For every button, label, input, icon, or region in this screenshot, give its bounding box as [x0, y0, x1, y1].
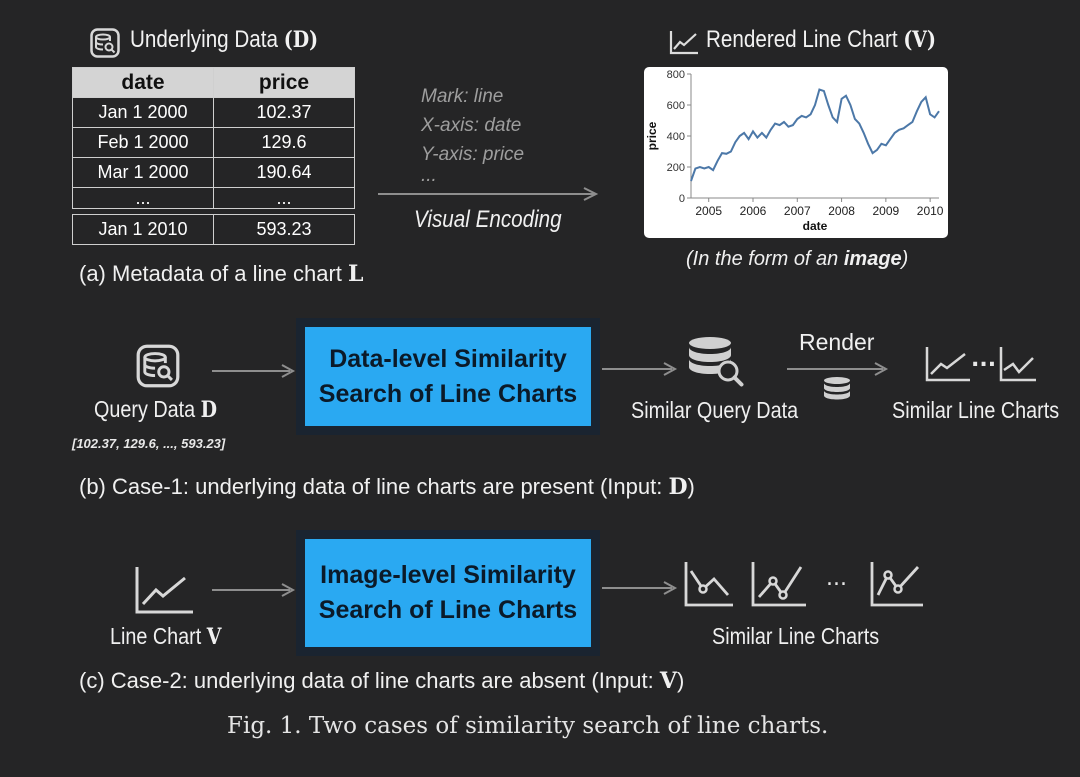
query-data-label: Query Data D	[94, 396, 217, 423]
encoding-list: Mark: line X-axis: date Y-axis: price ..…	[421, 82, 525, 186]
price-cell: 102.37	[213, 97, 355, 128]
x-tick-label: 2005	[695, 204, 722, 218]
column-header-price: price	[213, 67, 355, 98]
price-cell: 593.23	[213, 214, 355, 245]
similar-chart-icon	[925, 347, 970, 382]
data-level-line2: Search of Line Charts	[318, 379, 578, 408]
line-chart-symbol: V	[206, 624, 222, 650]
arrow-c1	[212, 583, 296, 597]
image-note-suffix: )	[901, 248, 909, 270]
render-label: Render	[799, 329, 875, 355]
similar-line-charts-label-b: Similar Line Charts	[892, 397, 1060, 423]
query-data-text: Query Data	[94, 396, 196, 422]
caption-b-symbol: D	[668, 474, 688, 500]
x-tick-label: 2006	[740, 204, 767, 218]
image-level-search-box: Image-level Similarity Search of Line Ch…	[296, 530, 600, 656]
ellipsis-cell: ...	[72, 187, 214, 209]
query-values: [102.37, 129.6, ..., 593.23]	[72, 436, 226, 451]
date-cell: Jan 1 2010	[72, 214, 214, 245]
caption-a: (a) Metadata of a line chart L	[79, 261, 364, 287]
caption-c: (c) Case-2: underlying data of line char…	[79, 668, 684, 694]
price-cell: 129.6	[213, 127, 355, 158]
caption-a-symbol: L	[348, 261, 364, 287]
image-level-line1: Image-level Similarity	[320, 561, 576, 589]
table-row: Jan 1 2000 102.37	[72, 97, 355, 128]
date-cell: Feb 1 2000	[72, 127, 214, 158]
query-data-symbol: D	[200, 397, 218, 423]
image-level-line2: Search of Line Charts	[318, 596, 578, 624]
rendered-line-chart: 0 200 400 600 800 2005 2006 2007 2008 2009 2010 dat…	[645, 69, 944, 233]
caption-c-text: (c) Case-2: underlying data of line char…	[79, 668, 660, 693]
encoding-x: X-axis: date	[421, 115, 522, 136]
y-tick-label: 600	[667, 100, 685, 112]
line-chart-text: Line Chart	[110, 623, 202, 649]
y-tick-label: 400	[667, 131, 685, 143]
y-tick-label: 200	[667, 162, 685, 174]
price-series-line	[690, 88, 940, 182]
query-data-icon	[136, 344, 180, 388]
figure-caption: Fig. 1. Two cases of similarity search o…	[227, 713, 829, 739]
encoding-more: ...	[421, 165, 437, 186]
arrow-b2	[602, 362, 678, 376]
arrow-b1	[212, 364, 296, 378]
encoding-y: Y-axis: price	[421, 144, 525, 165]
price-cell: 190.64	[213, 157, 355, 188]
line-chart-label: Line Chart V	[110, 623, 221, 650]
line-chart-icon	[135, 567, 193, 614]
data-title-text: Underlying Data	[130, 26, 279, 53]
image-note-prefix: (In the form of an	[686, 248, 844, 270]
caption-b-text: (b) Case-1: underlying data of line char…	[79, 474, 669, 499]
similar-chart-icon	[999, 347, 1036, 382]
x-tick-label: 2010	[917, 204, 944, 218]
chart-symbol: (V)	[903, 27, 936, 53]
rendered-chart-card: 0 200 400 600 800 2005 2006 2007 2008 2009 2010 dat…	[644, 67, 948, 238]
similar-line-charts-label-c: Similar Line Charts	[712, 623, 880, 649]
visual-encoding-label: Visual Encoding	[414, 206, 562, 233]
similar-chart-icon	[870, 562, 923, 607]
x-tick-label: 2009	[873, 204, 900, 218]
data-symbol: (D)	[283, 27, 319, 53]
y-tick-label: 0	[679, 193, 685, 205]
data-level-search-box: Data-level Similarity Search of Line Cha…	[296, 318, 600, 435]
y-axis-label: price	[645, 121, 659, 150]
date-cell: Mar 1 2000	[72, 157, 214, 188]
x-tick-label: 2007	[784, 204, 811, 218]
image-note-bold: image	[843, 248, 902, 270]
chart-title-text: Rendered Line Chart	[706, 26, 898, 53]
table-row: Mar 1 2000 190.64	[72, 157, 355, 188]
chart-title: Rendered Line Chart (V)	[706, 26, 936, 54]
similar-chart-icon	[751, 562, 806, 607]
caption-c-symbol: V	[659, 668, 677, 694]
y-tick-label: 800	[667, 69, 685, 81]
caption-c-end: )	[676, 668, 685, 693]
caption-b-end: )	[687, 474, 695, 499]
data-level-line1: Data-level Similarity	[329, 344, 567, 373]
date-cell: Jan 1 2000	[72, 97, 214, 128]
column-header-date: date	[72, 67, 214, 98]
table-row: Feb 1 2000 129.6	[72, 127, 355, 158]
arrow-render	[787, 362, 889, 376]
table-row-ellipsis: ... ...	[72, 187, 355, 209]
line-chart-icon	[669, 31, 698, 55]
database-search-icon	[689, 337, 744, 387]
encoding-mark: Mark: line	[421, 86, 504, 107]
table-row: Jan 1 2010 593.23	[72, 214, 355, 245]
caption-a-text: (a) Metadata of a line chart	[79, 261, 342, 286]
data-title: Underlying Data (D)	[130, 26, 318, 54]
similar-chart-icon	[684, 562, 733, 607]
similar-charts-ellipsis: ...	[826, 566, 847, 591]
small-database-icon	[824, 377, 850, 400]
database-icon	[90, 28, 120, 58]
data-table: date price Jan 1 2000 102.37 Feb 1 2000 …	[72, 67, 355, 245]
similar-charts-ellipsis: ...	[971, 347, 997, 372]
caption-b: (b) Case-1: underlying data of line char…	[79, 474, 695, 500]
x-axis-label: date	[803, 219, 828, 233]
similar-query-data-label: Similar Query Data	[631, 397, 799, 423]
image-note: (In the form of an image)	[686, 248, 908, 271]
encoding-arrow	[378, 187, 599, 201]
ellipsis-cell: ...	[213, 187, 355, 209]
x-tick-label: 2008	[828, 204, 855, 218]
arrow-c2	[602, 581, 678, 595]
